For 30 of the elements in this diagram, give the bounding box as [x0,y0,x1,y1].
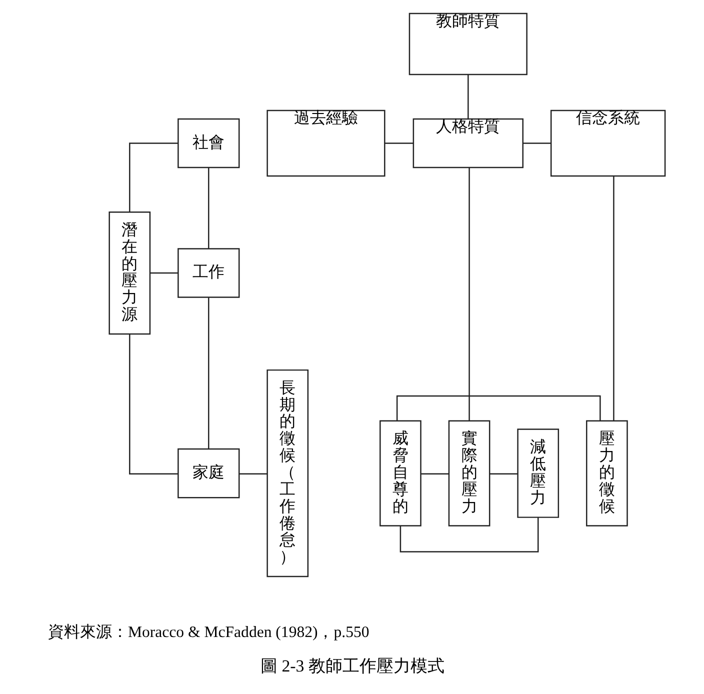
node-box: 實際的壓力 [448,420,490,526]
node-box: 壓力的徵候 [586,420,628,526]
node-box: 教師特質 [408,12,527,75]
connector [468,167,470,420]
connector [489,472,517,474]
connector [150,272,178,274]
connector [128,142,178,212]
connector [399,517,538,552]
connector [238,472,267,474]
node-box: 過去經驗 [266,109,385,176]
node-box: 家庭 [177,448,240,498]
connector [384,142,413,144]
node-box: 人格特質 [412,118,523,168]
node-box: 威脅自尊的 [379,420,421,526]
caption: 圖 2-3 教師工作壓力模式 [260,656,444,675]
connector [128,334,178,474]
connector [420,472,448,474]
node-box: 工作 [177,248,240,298]
connector [522,142,551,144]
node-box: 社會 [177,118,240,168]
label: 資料來源：Moracco & McFadden (1982)，p.550 [47,624,369,641]
connector [467,74,468,118]
connector [208,167,209,248]
node-box: 減低壓力 [516,428,559,518]
node-box: 信念系統 [550,109,666,176]
node-box: 長期的徵候（工作倦怠） [266,368,308,577]
connector [396,394,600,420]
connector [612,176,614,420]
connector [208,297,209,448]
node-box: 潛在的壓力源 [108,210,150,334]
